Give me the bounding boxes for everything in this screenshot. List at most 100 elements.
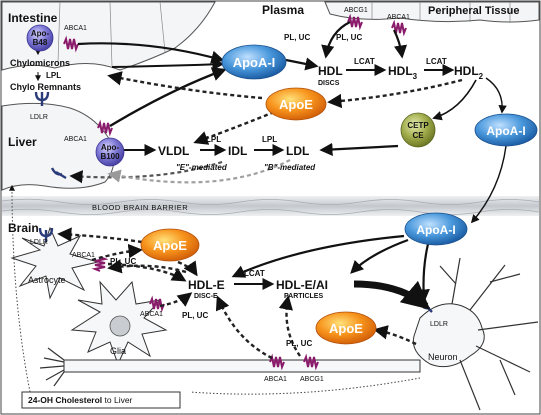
idl-label: IDL <box>228 144 247 158</box>
arrow-apoe-astro-to-hdle <box>177 260 198 277</box>
ldlr-liver-receptor: LDLR <box>30 91 50 121</box>
abca1-astrocyte-label: ABCA1 <box>72 252 95 259</box>
arrow-hdle-to-astro <box>107 259 187 274</box>
lpl-label-1: LPL <box>206 135 221 144</box>
lpl-intestine-label: LPL <box>46 71 61 80</box>
ldl-label: LDL <box>286 144 309 158</box>
abcg1-axon-label: ABCG1 <box>300 376 324 383</box>
abca1-peripheral-transporter: ABCA1 <box>387 14 410 37</box>
abca1-glia-transporter: ABCA1 <box>140 295 165 318</box>
apoe-astrocyte-label: ApoE <box>153 238 187 253</box>
blood-brain-barrier-band <box>2 196 539 216</box>
neuron-dendrites <box>439 257 539 411</box>
astrocyte-label: Astrocyte <box>28 275 66 285</box>
neuron-axon <box>63 359 421 373</box>
apoai-right-protein: ApoA-I <box>474 113 538 147</box>
region-plasma: Plasma <box>262 3 304 17</box>
vldl-label: VLDL <box>158 144 189 158</box>
apoe-neuron-label: ApoE <box>329 321 363 336</box>
lcat-brain-label: LCAT <box>244 269 265 278</box>
apob100-label-2: B100 <box>100 152 120 161</box>
chylomicrons-label: Chylomicrons <box>10 58 70 68</box>
abca1-liver-transporter: ABCA1 <box>64 119 113 143</box>
abca1-astrocyte-transporter: ABCA1 <box>72 252 109 272</box>
apob100-label-1: Apo- <box>101 143 120 152</box>
b-mediated-label: "B"-mediated <box>264 163 316 172</box>
cetp-protein: CETP CE <box>400 112 436 148</box>
pl-uc-glia-label: PL, UC <box>182 311 208 320</box>
lcat-label-1: LCAT <box>354 57 375 66</box>
hdleai-sublabel: PARTICLES <box>284 293 323 300</box>
hdl-discs-label: HDL <box>318 64 343 78</box>
ldlr-neuron-label: LDLR <box>430 321 448 328</box>
apoai-plasma-label: ApoA-I <box>233 55 276 70</box>
arrow-apoai-brain-to-hdleai <box>350 238 409 274</box>
arrow-apoai-across-bbb <box>470 145 507 224</box>
ldlr-liver-receptor-2 <box>50 167 67 180</box>
abca1-liver-label: ABCA1 <box>64 136 87 143</box>
footer-label-rest: to Liver <box>102 395 132 405</box>
lpl-label-2: LPL <box>262 135 277 144</box>
glia-label: Glia <box>110 346 126 356</box>
arrow-apoai-brain-to-hdle <box>231 234 405 278</box>
arrow-glia-to-hdle <box>159 292 193 308</box>
ldlr-liver-label: LDLR <box>30 114 48 121</box>
footer-box <box>21 391 181 409</box>
glia-nucleus <box>109 315 131 337</box>
abca1-peripheral-label: ABCA1 <box>387 14 410 21</box>
arrow-neuron-to-apoe <box>373 325 417 346</box>
apoe-plasma-label: ApoE <box>279 97 313 112</box>
apob48-label-1: Apo- <box>31 29 50 38</box>
e-mediated-label: "E"-mediated <box>176 163 228 172</box>
pl-uc-axon-label: PL, UC <box>286 339 312 348</box>
apob48-label-2: B48 <box>33 38 48 47</box>
neuron-cell <box>412 303 485 368</box>
apoe-plasma-protein: ApoE <box>265 87 327 121</box>
arrow-hdl2-to-apoai-right <box>485 77 507 114</box>
apoe-neuron-protein: ApoE <box>315 311 377 345</box>
peripheral-cell-borders <box>371 2 511 23</box>
apob100-protein: Apo- B100 <box>95 137 125 167</box>
hdleai-label: HDL-E/AI <box>276 278 328 292</box>
region-liver: Liver <box>8 135 37 149</box>
ldlr-astrocyte-receptor: LDLR <box>30 227 54 246</box>
arrow-24oh-to-liver <box>12 186 421 395</box>
cetp-label-1: CETP <box>407 121 429 130</box>
abca1-intestine-transporter: ABCA1 <box>63 25 87 53</box>
arrow-apoai-to-hdldiscs <box>285 57 319 71</box>
abca1-glia-label: ABCA1 <box>140 311 163 318</box>
region-peripheral-tissue: Peripheral Tissue <box>428 5 520 17</box>
hdl2-label: HDL2 <box>454 64 484 81</box>
arrow-apoe-to-ldlr-astro <box>57 227 143 244</box>
abca1-axon-transporter: ABCA1 <box>264 353 287 383</box>
neuron-label: Neuron <box>428 352 458 362</box>
blood-brain-barrier-label: BLOOD BRAIN BARRIER <box>92 203 188 212</box>
hdle-label: HDL-E <box>188 278 225 292</box>
arrow-e-mediated-uptake <box>69 160 223 184</box>
abcg1-axon-transporter: ABCG1 <box>300 353 324 383</box>
lcat-label-2: LCAT <box>426 57 447 66</box>
apoai-right-label: ApoA-I <box>486 124 525 138</box>
footer-label: 24-OH Cholesterol to Liver <box>28 395 133 405</box>
arrow-abca1-to-apoai <box>77 42 225 64</box>
pl-uc-label-1: PL, UC <box>284 33 310 42</box>
arrow-peripheral-to-hdldiscs <box>321 21 351 59</box>
apoe-astrocyte-protein: ApoE <box>140 228 200 262</box>
abcg1-peripheral-label: ABCG1 <box>344 7 368 14</box>
region-brain: Brain <box>8 221 39 235</box>
abca1-intestine-label: ABCA1 <box>64 25 87 32</box>
region-intestine: Intestine <box>8 11 58 25</box>
arrow-hdleai-to-neuron <box>353 280 431 310</box>
arrow-apoe-to-vldl <box>193 110 275 145</box>
arrow-chylo-to-apoai <box>111 58 225 71</box>
pl-uc-label-2: PL, UC <box>336 33 362 42</box>
chylo-remnants-label: Chylo Remnants <box>10 82 81 92</box>
abcg1-peripheral-transporter: ABCG1 <box>344 7 368 31</box>
pl-uc-astro-label: PL, UC <box>110 257 136 266</box>
arrow-cetp-to-ldl <box>319 142 399 157</box>
arrow-liver-to-apoai <box>109 67 227 128</box>
apoai-brain-protein: ApoA-I <box>404 212 468 246</box>
cetp-label-2: CE <box>412 131 424 140</box>
apoai-brain-label: ApoA-I <box>416 223 455 237</box>
